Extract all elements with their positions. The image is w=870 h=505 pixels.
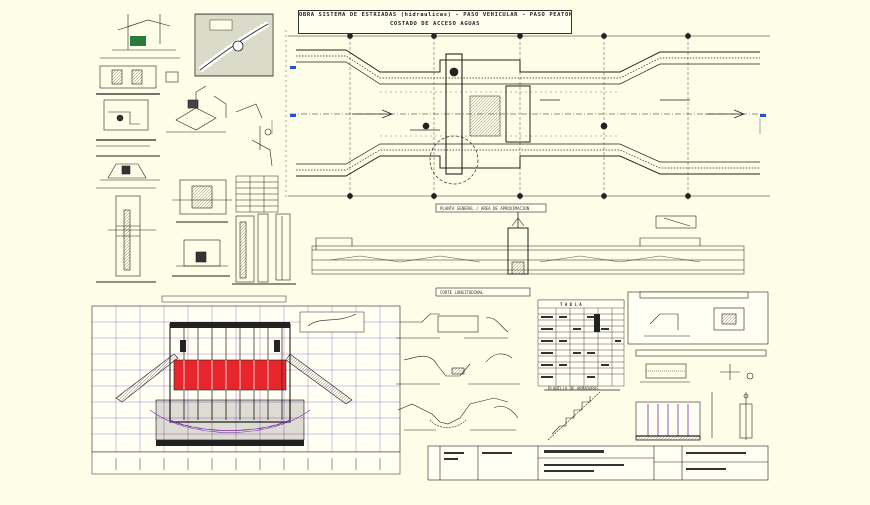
isometric-details bbox=[166, 85, 273, 167]
middle-section-details bbox=[396, 287, 531, 431]
section-caption: CORTE LONGITUDINAL bbox=[440, 290, 484, 295]
dimension-lines bbox=[271, 30, 761, 200]
plan-caption: PLANTA GENERAL / AREA DE APROXIMACION bbox=[440, 206, 530, 211]
table-header: T A B L A bbox=[560, 302, 582, 307]
blue-section-marks bbox=[290, 66, 766, 117]
rebar-schedule-table bbox=[537, 299, 625, 391]
detail-top-left bbox=[96, 14, 180, 147]
left-section-details bbox=[96, 155, 232, 283]
location-map bbox=[194, 13, 274, 77]
main-cross-section bbox=[91, 295, 401, 475]
stair-detail bbox=[547, 391, 601, 441]
culvert-detail bbox=[635, 392, 753, 441]
drawing-title-line-2: COSTADO DE ACCESO AGUAS bbox=[390, 21, 480, 27]
vertical-wall-details bbox=[232, 213, 296, 285]
drawing-title-block: OBRA SISTEMA DE ESTRIADAS (hidraulicas) … bbox=[298, 10, 572, 34]
longitudinal-section bbox=[311, 212, 745, 275]
plan-caption-bar bbox=[435, 203, 547, 213]
sheet-title-block bbox=[427, 445, 769, 481]
right-detail-panels bbox=[627, 291, 769, 383]
rebar-table-small bbox=[235, 175, 279, 213]
table-caption: PLANILLA DE ARMADURAS bbox=[548, 386, 599, 391]
road-plan-view bbox=[288, 32, 770, 200]
drawing-title-line-1: OBRA SISTEMA DE ESTRIADAS (hidraulicas) … bbox=[299, 12, 571, 18]
